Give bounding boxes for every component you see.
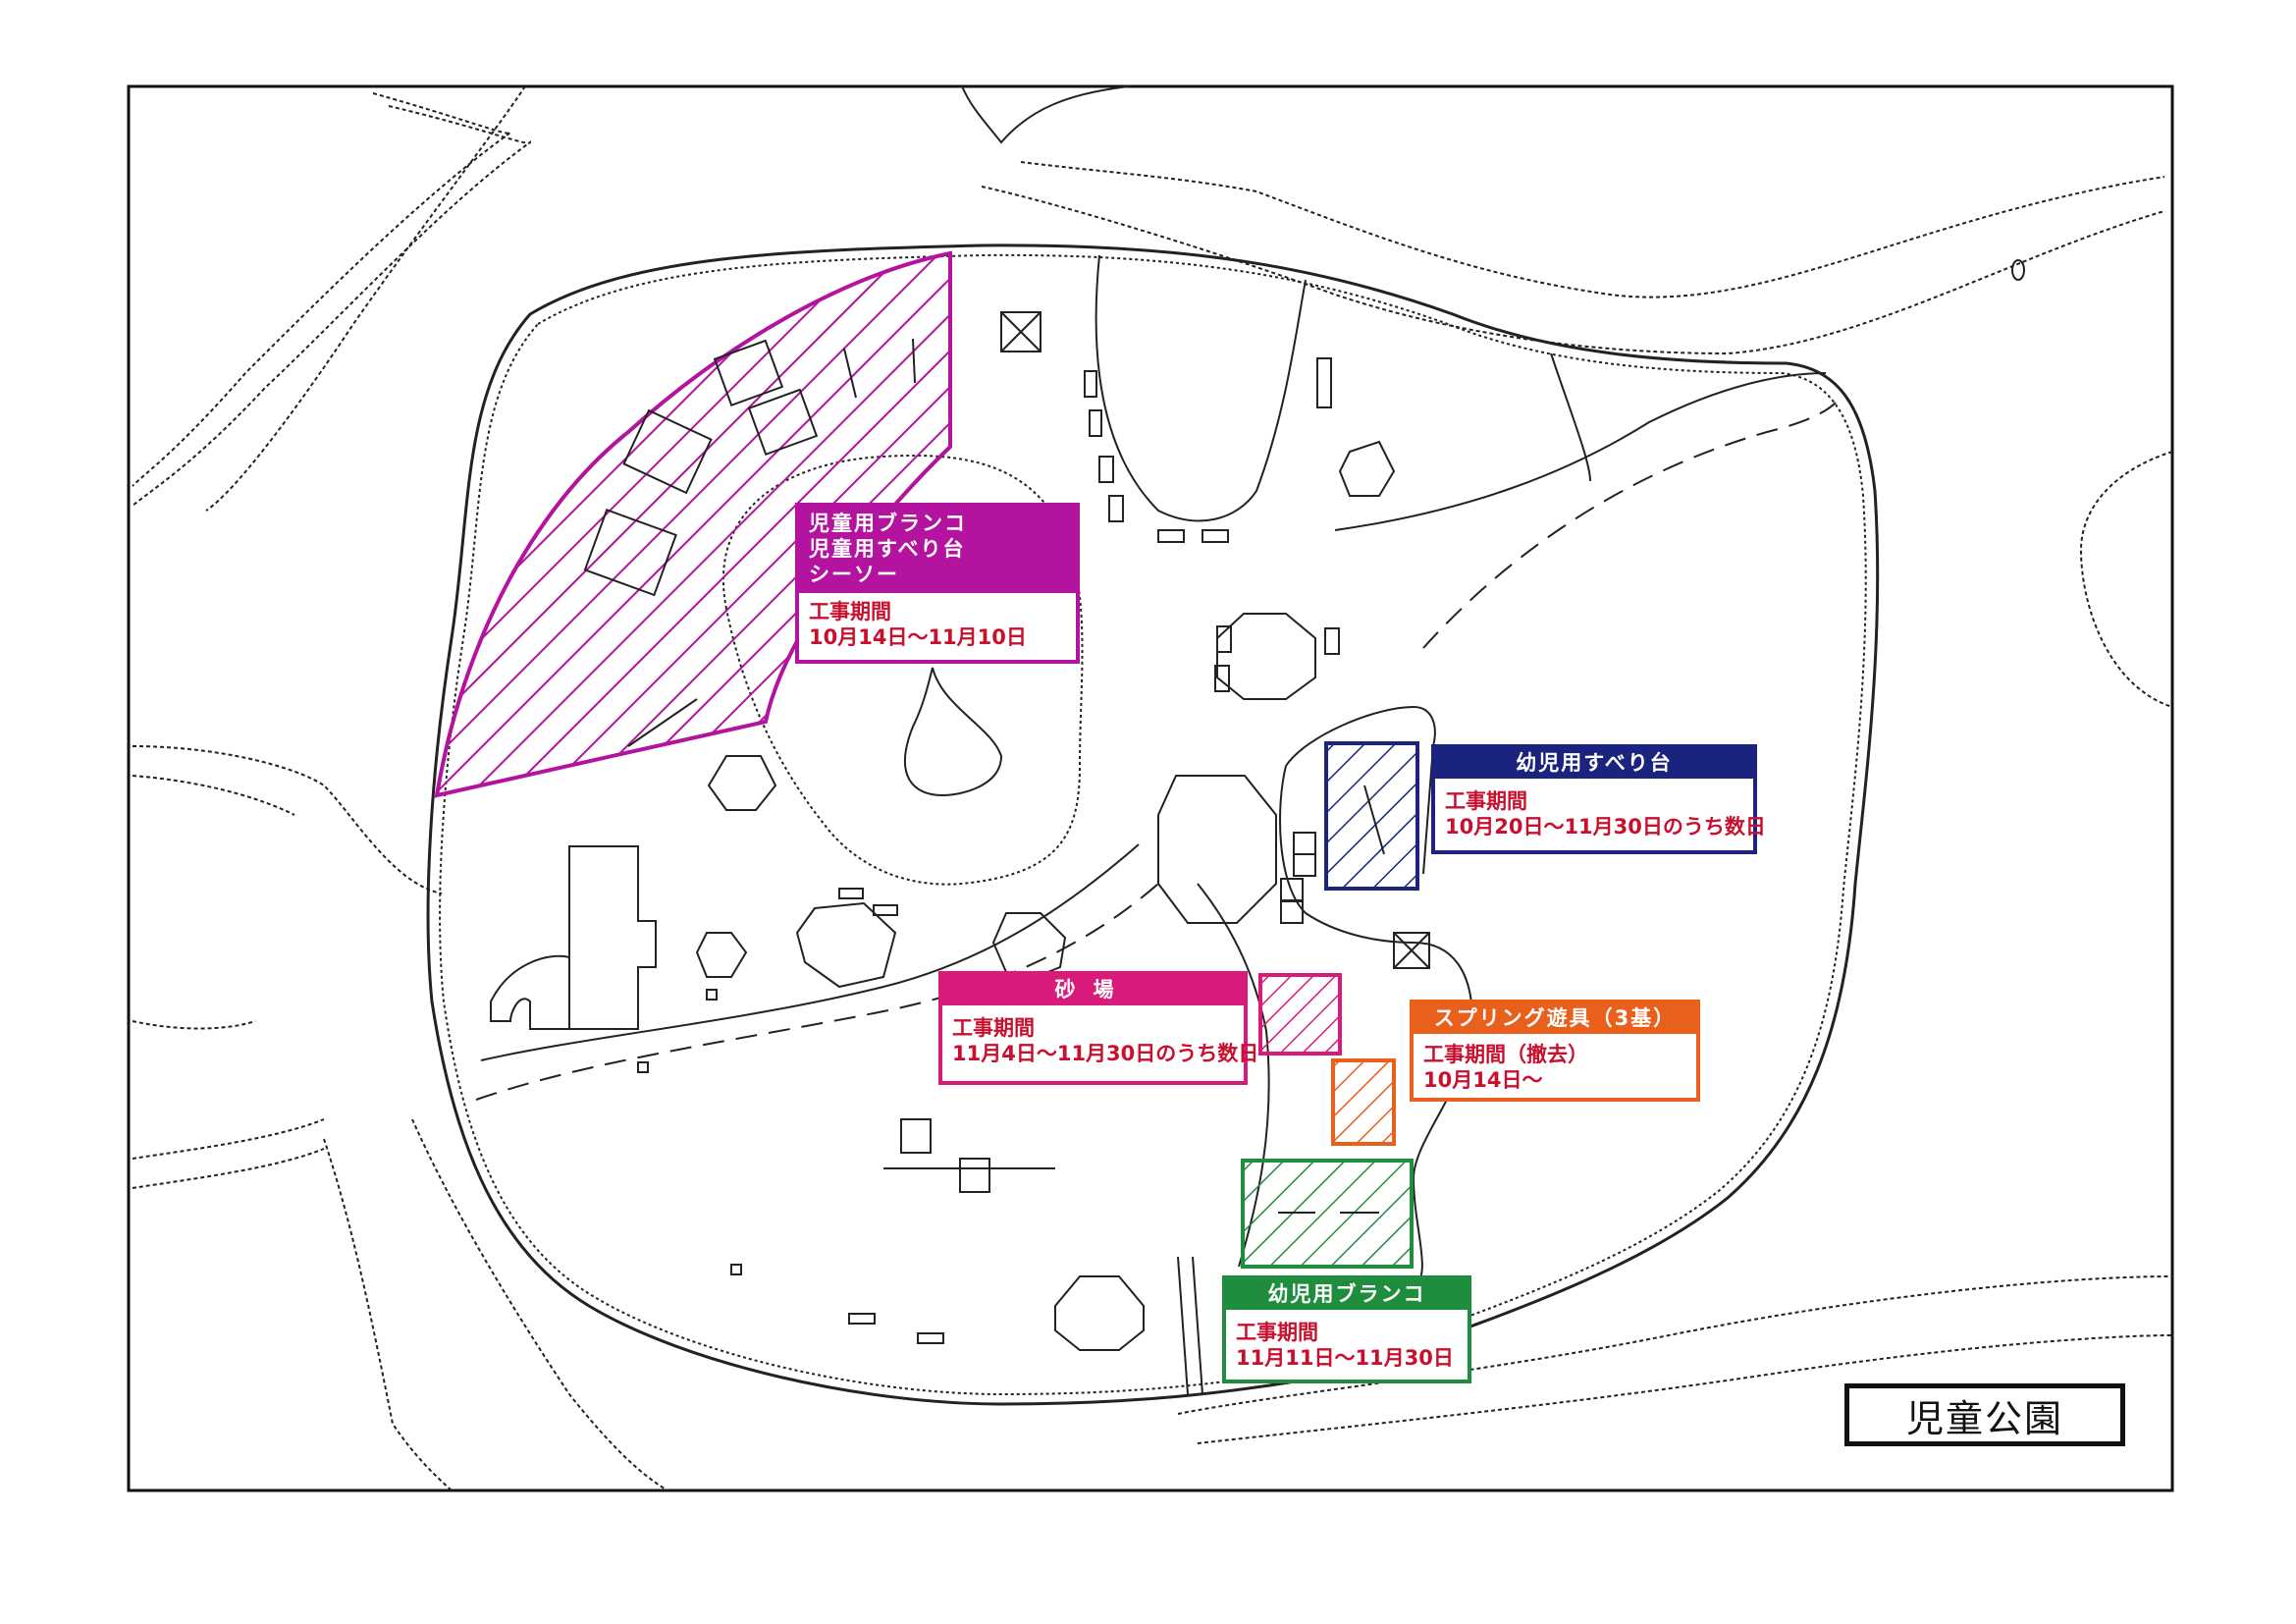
period-value: 11月4日～11月30日のうち数日 [952, 1042, 1259, 1065]
equipment-name: シーソー [809, 563, 899, 586]
callout-spring-equipment-title: スプリング遊具（3基） [1414, 1003, 1696, 1034]
period-value: 10月14日～11月10日 [809, 625, 1027, 649]
callout-toddler-swing: 幼児用ブランコ 工事期間 11月11日～11月30日 [1222, 1275, 1471, 1383]
base-map-lines [132, 85, 2173, 1491]
callout-spring-equipment: スプリング遊具（3基） 工事期間（撤去） 10月14日～ [1410, 1000, 1700, 1102]
park-name-box: 児童公園 [1844, 1383, 2125, 1446]
period-label: 工事期間 [1445, 789, 1527, 813]
equipment-name: 児童用すべり台 [809, 537, 966, 561]
period-value: 10月14日～ [1423, 1068, 1543, 1092]
period-label: 工事期間 [809, 600, 891, 623]
period-value: 11月11日～11月30日 [1236, 1346, 1454, 1370]
period-label: 工事期間 [1236, 1321, 1318, 1344]
park-boundary [426, 244, 1880, 1406]
callout-children-equipment: 児童用ブランコ 児童用すべり台 シーソー 工事期間 10月14日～11月10日 [795, 503, 1080, 664]
callout-sandbox-title: 砂場 [942, 975, 1244, 1005]
area-sandbox [1258, 973, 1342, 1056]
equipment-name: 児童用ブランコ [809, 512, 967, 535]
period-label: 工事期間 [952, 1016, 1035, 1040]
area-toddler-slide [1324, 741, 1419, 891]
equipment-outlines [583, 338, 1385, 1214]
period-label: 工事期間（撤去） [1423, 1043, 1588, 1066]
map-frame [127, 84, 2174, 1492]
area-spring-equipment [1331, 1058, 1396, 1146]
callout-children-equipment-title: 児童用ブランコ 児童用すべり台 シーソー [799, 507, 1076, 593]
callout-toddler-slide-title: 幼児用すべり台 [1435, 748, 1753, 779]
area-toddler-swing [1241, 1159, 1414, 1269]
callout-toddler-slide: 幼児用すべり台 工事期間 10月20日～11月30日のうち数日 [1431, 744, 1766, 854]
callout-toddler-swing-title: 幼児用ブランコ [1226, 1279, 1468, 1310]
callout-sandbox: 砂場 工事期間 11月4日～11月30日のうち数日 [938, 971, 1259, 1085]
period-value: 10月20日～11月30日のうち数日 [1445, 815, 1766, 839]
building [568, 845, 657, 1030]
